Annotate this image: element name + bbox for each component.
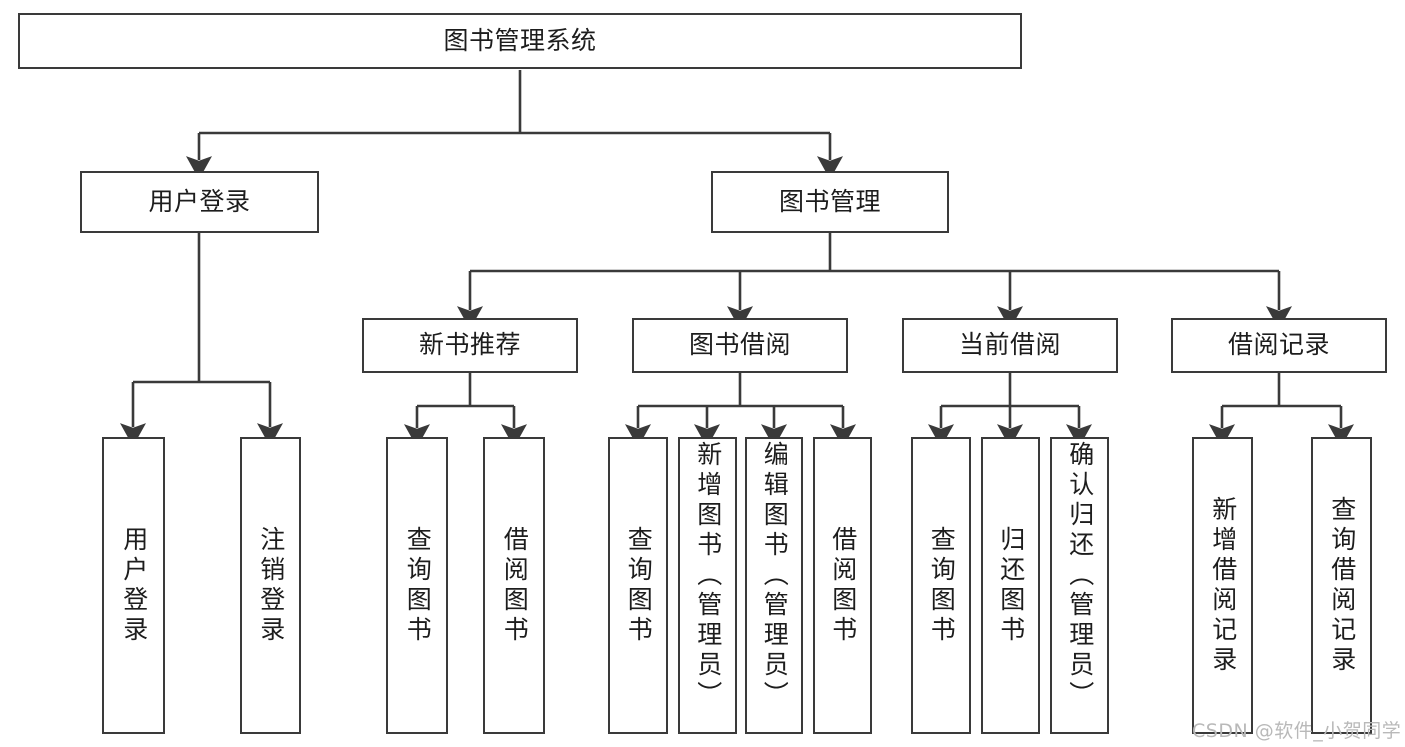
node-label: 新书推荐 xyxy=(418,330,521,360)
leaf-user-login[interactable]: 用户登录 xyxy=(102,437,165,734)
node-label: 查询借阅记录 xyxy=(1327,495,1357,676)
leaf-query-book-recommendation[interactable]: 查询图书 xyxy=(386,437,448,734)
node-book-borrowing[interactable]: 图书借阅 xyxy=(632,318,848,373)
node-current-borrowing[interactable]: 当前借阅 xyxy=(902,318,1118,373)
leaf-add-borrow-record[interactable]: 新增借阅记录 xyxy=(1192,437,1253,734)
leaf-edit-book-admin[interactable]: 编辑图书（管理员） xyxy=(745,437,803,734)
node-label: 新增借阅记录 xyxy=(1208,495,1238,676)
node-borrowing-record[interactable]: 借阅记录 xyxy=(1171,318,1387,373)
leaf-confirm-return-admin[interactable]: 确认归还（管理员） xyxy=(1050,437,1109,734)
node-label: 图书借阅 xyxy=(688,330,791,360)
leaf-return-book[interactable]: 归还图书 xyxy=(981,437,1040,734)
node-label: 借阅图书 xyxy=(500,525,530,646)
node-label: 查询图书 xyxy=(927,525,957,646)
node-new-book-recommendation[interactable]: 新书推荐 xyxy=(362,318,578,373)
node-label: 编辑图书（管理员） xyxy=(760,441,790,711)
leaf-borrow-book-borrowing[interactable]: 借阅图书 xyxy=(813,437,872,734)
node-label: 确认归还（管理员） xyxy=(1065,441,1095,711)
node-label: 借阅记录 xyxy=(1227,330,1330,360)
node-label: 图书管理 xyxy=(778,186,881,216)
node-book-management[interactable]: 图书管理 xyxy=(711,171,949,233)
node-label: 查询图书 xyxy=(403,525,433,646)
node-label: 用户登录 xyxy=(148,186,251,216)
node-label: 借阅图书 xyxy=(828,525,858,646)
leaf-logout-login[interactable]: 注销登录 xyxy=(240,437,301,734)
leaf-query-book-current[interactable]: 查询图书 xyxy=(911,437,971,734)
node-label: 用户登录 xyxy=(119,525,149,646)
node-label: 新增图书（管理员） xyxy=(693,441,723,711)
node-label: 注销登录 xyxy=(256,525,286,646)
node-root-book-management-system[interactable]: 图书管理系统 xyxy=(18,13,1022,69)
node-user-login[interactable]: 用户登录 xyxy=(80,171,319,233)
leaf-query-borrow-record[interactable]: 查询借阅记录 xyxy=(1311,437,1372,734)
node-label: 归还图书 xyxy=(996,525,1026,646)
leaf-borrow-book-recommendation[interactable]: 借阅图书 xyxy=(483,437,545,734)
leaf-add-book-admin[interactable]: 新增图书（管理员） xyxy=(678,437,737,734)
csdn-watermark: CSDN @软件_小贺同学 xyxy=(1192,720,1402,742)
node-label: 当前借阅 xyxy=(958,330,1061,360)
node-label: 查询图书 xyxy=(624,525,654,646)
node-label: 图书管理系统 xyxy=(443,25,597,55)
leaf-query-book-borrowing[interactable]: 查询图书 xyxy=(608,437,668,734)
